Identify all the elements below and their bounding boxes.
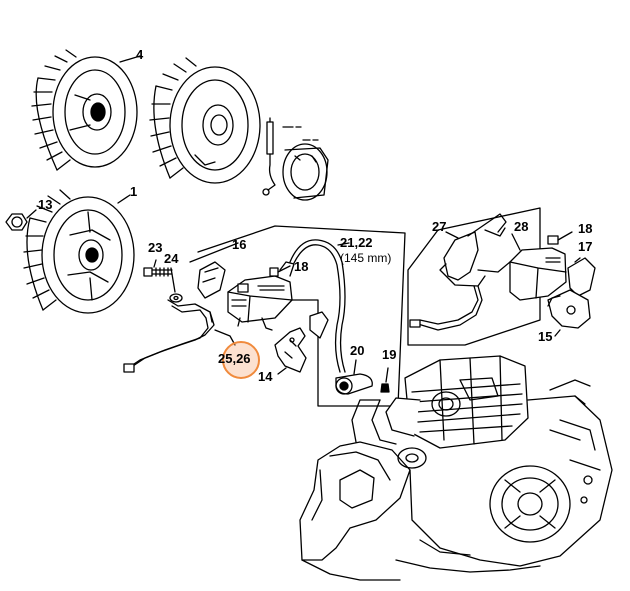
- callout-25-26[interactable]: 25,26: [218, 351, 251, 366]
- callout-4: 4: [136, 47, 144, 62]
- callout-20: 20: [350, 343, 365, 358]
- callout-14: 14: [258, 369, 273, 384]
- ignition-module-28: [509, 231, 573, 301]
- pin-18-box: [269, 265, 291, 277]
- callout-16: 16: [232, 237, 247, 252]
- callout-23: 23: [148, 240, 163, 255]
- callout-21-22: 21,22: [340, 235, 373, 250]
- flywheel-top-middle: [149, 57, 261, 184]
- inset-box-27-28: [407, 207, 541, 346]
- screw-19: [380, 367, 390, 393]
- flywheel-1: [23, 189, 135, 314]
- short-circuit-wire-25-26: [123, 261, 236, 373]
- nut-13: [5, 209, 37, 231]
- callout-27: 27: [432, 219, 447, 234]
- callout-17: 17: [578, 239, 593, 254]
- callout-1: 1: [130, 184, 138, 199]
- bracket-14: [274, 311, 329, 375]
- chainsaw-body: [299, 355, 613, 581]
- callout-13: 13: [38, 197, 53, 212]
- ignition-lead-21-22: [289, 239, 350, 373]
- callout-28: 28: [514, 219, 529, 234]
- callout-24: 24: [164, 251, 179, 266]
- callout-145mm: (145 mm): [340, 251, 392, 265]
- screw-23-and-washer-24: [143, 259, 183, 303]
- ignition-module-16: [227, 261, 295, 331]
- flywheel-4: [31, 49, 141, 171]
- callout-18-right: 18: [578, 221, 593, 236]
- highlight-circle[interactable]: [222, 341, 260, 379]
- callout-19: 19: [382, 347, 397, 362]
- callout-18-box: 18: [294, 259, 309, 274]
- callout-15: 15: [538, 329, 553, 344]
- spark-plug-boot-20: [335, 359, 373, 395]
- pin-and-ring: [262, 117, 329, 201]
- bracket-15-and-part-17: [547, 257, 596, 337]
